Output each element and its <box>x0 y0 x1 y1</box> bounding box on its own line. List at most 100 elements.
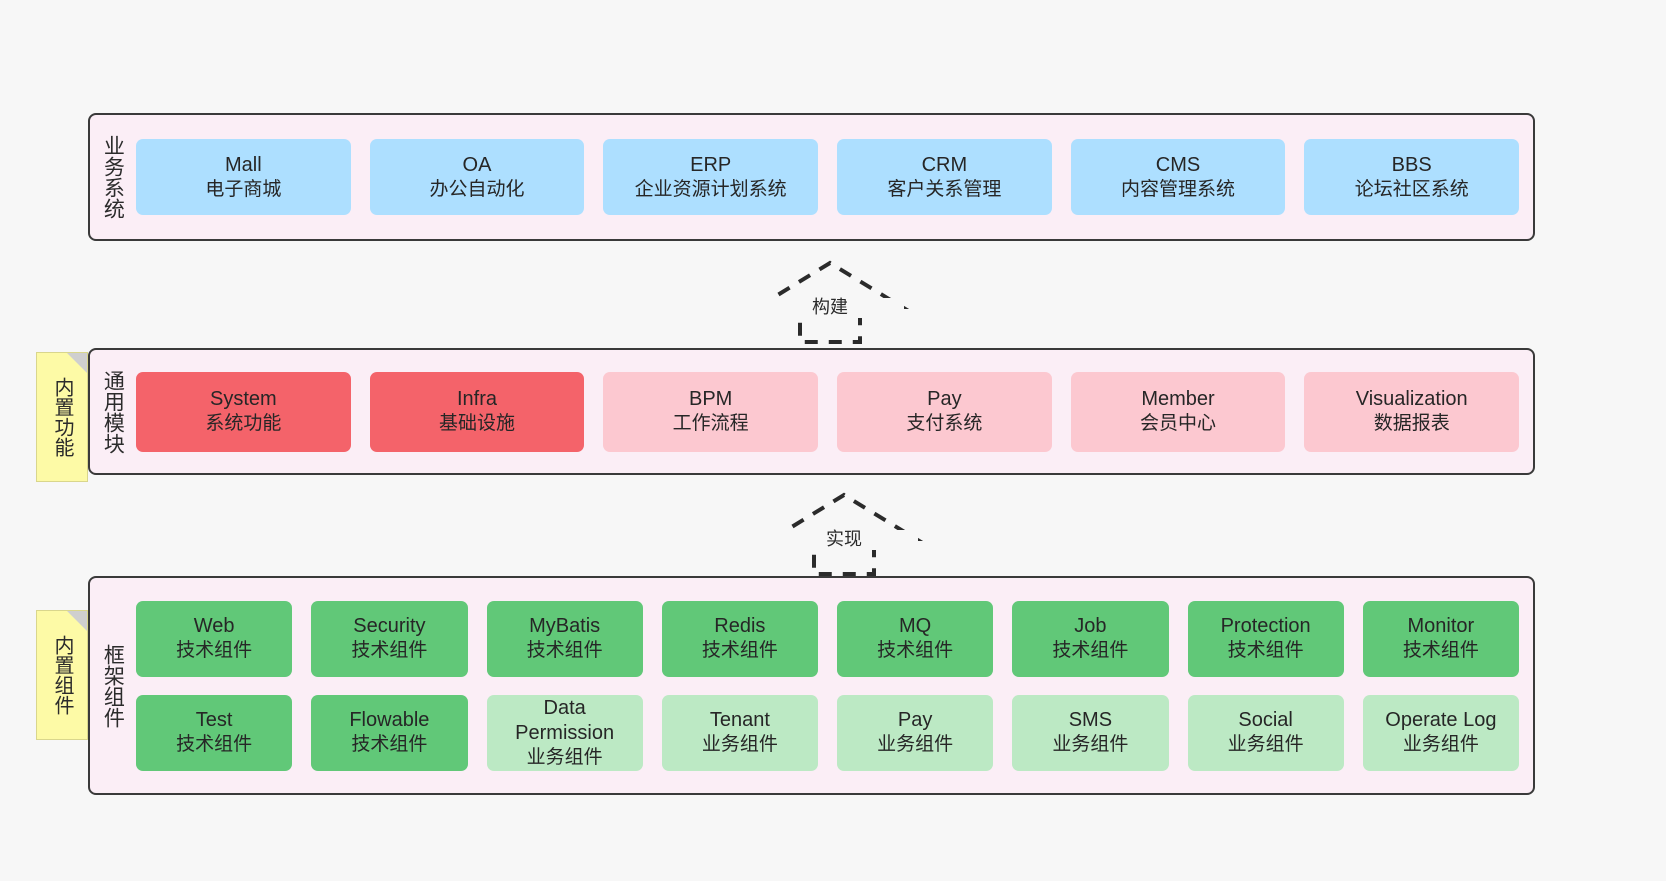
node-subtitle: 技术组件 <box>176 734 253 756</box>
node-mybatis[interactable]: MyBatis 技术组件 <box>486 600 643 677</box>
node-flowable[interactable]: Flowable 技术组件 <box>311 694 468 771</box>
node-social[interactable]: Social 业务组件 <box>1187 694 1344 771</box>
node-pay-business[interactable]: Pay 业务组件 <box>837 694 994 771</box>
node-subtitle: 内容管理系统 <box>1121 178 1236 200</box>
arrow-build: 构建 <box>750 260 910 344</box>
node-bbs[interactable]: BBS 论坛社区系统 <box>1304 139 1520 215</box>
node-pay[interactable]: Pay 支付系统 <box>837 371 1052 452</box>
node-crm[interactable]: CRM 客户关系管理 <box>837 139 1052 215</box>
node-erp[interactable]: ERP 企业资源计划系统 <box>603 139 819 215</box>
node-sms[interactable]: SMS 业务组件 <box>1012 694 1169 771</box>
node-title: ERP <box>690 153 732 176</box>
node-web[interactable]: Web 技术组件 <box>136 600 293 677</box>
node-job[interactable]: Job 技术组件 <box>1012 600 1169 677</box>
node-subtitle: 技术组件 <box>526 640 603 662</box>
general-modules-row: System 系统功能 Infra 基础设施 BPM 工作流程 Pay 支付系统… <box>136 371 1520 452</box>
node-title: Visualization <box>1355 388 1468 411</box>
node-data-permission[interactable]: Data Permission 业务组件 <box>486 694 643 771</box>
node-subtitle: 技术组件 <box>176 640 253 662</box>
layer-framework-components: 框架组件 Web 技术组件 Security 技术组件 MyBatis 技术组件… <box>88 576 1535 795</box>
node-subtitle: 业务组件 <box>526 746 603 768</box>
node-subtitle: 技术组件 <box>1227 640 1304 662</box>
note-fold-corner-icon <box>67 611 87 631</box>
node-title: Job <box>1074 615 1107 638</box>
node-subtitle: 技术组件 <box>1052 640 1129 662</box>
framework-components-row-business: Test 技术组件 Flowable 技术组件 Data Permission … <box>136 694 1519 771</box>
node-subtitle: 技术组件 <box>877 640 954 662</box>
node-title: Mall <box>225 153 262 176</box>
node-subtitle: 业务组件 <box>701 734 778 756</box>
node-title: Security <box>353 615 426 638</box>
node-title: OA <box>462 153 492 176</box>
node-title: Redis <box>714 615 766 638</box>
layer-general-modules: 通用模块 System 系统功能 Infra 基础设施 BPM 工作流程 Pay… <box>88 348 1535 475</box>
node-title: Test <box>195 709 233 732</box>
node-subtitle: 业务组件 <box>877 734 954 756</box>
node-title: Pay <box>897 709 933 732</box>
node-subtitle: 支付系统 <box>906 413 983 435</box>
node-subtitle: 技术组件 <box>1402 640 1479 662</box>
node-title: MyBatis <box>529 615 601 638</box>
node-infra[interactable]: Infra 基础设施 <box>369 371 585 452</box>
sticky-note-built-in-features: 内置功能 <box>36 352 88 482</box>
layer-title-framework-components: 框架组件 <box>101 643 125 728</box>
node-subtitle: 业务组件 <box>1052 734 1129 756</box>
node-title: Data Permission <box>515 696 615 744</box>
node-operate-log[interactable]: Operate Log 业务组件 <box>1362 694 1519 771</box>
node-security[interactable]: Security 技术组件 <box>311 600 468 677</box>
arrow-implement-label: 实现 <box>770 529 918 550</box>
node-title: Flowable <box>349 709 430 732</box>
node-subtitle: 会员中心 <box>1140 413 1217 435</box>
arrow-build-icon <box>750 260 910 344</box>
node-title: BBS <box>1391 153 1432 176</box>
node-title: Pay <box>927 388 962 411</box>
node-redis[interactable]: Redis 技术组件 <box>661 600 818 677</box>
node-subtitle: 企业资源计划系统 <box>634 178 787 200</box>
framework-components-row-technical: Web 技术组件 Security 技术组件 MyBatis 技术组件 Redi… <box>136 600 1519 677</box>
node-title: Web <box>193 615 235 638</box>
node-monitor[interactable]: Monitor 技术组件 <box>1362 600 1519 677</box>
layer-body-business-systems: Mall 电子商城 OA 办公自动化 ERP 企业资源计划系统 CRM 客户关系… <box>134 115 1533 239</box>
sticky-note-label: 内置功能 <box>51 377 73 457</box>
node-title: Infra <box>456 388 498 411</box>
arrow-build-label: 构建 <box>756 297 904 318</box>
node-title: Protection <box>1220 615 1311 638</box>
node-title: CRM <box>921 153 968 176</box>
node-subtitle: 数据报表 <box>1373 413 1450 435</box>
node-subtitle: 技术组件 <box>351 640 428 662</box>
layer-business-systems: 业务系统 Mall 电子商城 OA 办公自动化 ERP 企业资源计划系统 CRM… <box>88 113 1535 241</box>
node-subtitle: 论坛社区系统 <box>1354 178 1469 200</box>
node-system[interactable]: System 系统功能 <box>136 371 351 452</box>
node-title: Social <box>1238 709 1293 732</box>
node-member[interactable]: Member 会员中心 <box>1070 371 1286 452</box>
node-title: Monitor <box>1407 615 1475 638</box>
node-oa[interactable]: OA 办公自动化 <box>369 139 585 215</box>
layer-body-framework-components: Web 技术组件 Security 技术组件 MyBatis 技术组件 Redi… <box>134 578 1533 793</box>
note-fold-corner-icon <box>67 353 87 373</box>
node-title: System <box>209 388 277 411</box>
node-subtitle: 办公自动化 <box>429 178 525 200</box>
node-subtitle: 系统功能 <box>205 413 282 435</box>
node-visualization[interactable]: Visualization 数据报表 <box>1304 371 1520 452</box>
layer-title-general-modules: 通用模块 <box>101 369 125 454</box>
sticky-note-built-in-components: 内置组件 <box>36 610 88 740</box>
node-subtitle: 业务组件 <box>1402 734 1479 756</box>
node-mq[interactable]: MQ 技术组件 <box>837 600 994 677</box>
node-test[interactable]: Test 技术组件 <box>136 694 293 771</box>
node-subtitle: 基础设施 <box>439 413 516 435</box>
node-tenant[interactable]: Tenant 业务组件 <box>661 694 818 771</box>
node-bpm[interactable]: BPM 工作流程 <box>603 371 819 452</box>
layer-title-business-systems: 业务系统 <box>101 135 125 219</box>
node-title: Tenant <box>709 709 770 732</box>
node-subtitle: 客户关系管理 <box>887 178 1002 200</box>
sticky-note-label: 内置组件 <box>51 635 73 715</box>
node-title: SMS <box>1068 709 1113 732</box>
layer-body-general-modules: System 系统功能 Infra 基础设施 BPM 工作流程 Pay 支付系统… <box>134 350 1533 473</box>
node-protection[interactable]: Protection 技术组件 <box>1187 600 1344 677</box>
arrow-implement: 实现 <box>764 492 924 576</box>
node-cms[interactable]: CMS 内容管理系统 <box>1070 139 1286 215</box>
node-subtitle: 工作流程 <box>672 413 749 435</box>
business-systems-row: Mall 电子商城 OA 办公自动化 ERP 企业资源计划系统 CRM 客户关系… <box>136 139 1520 215</box>
node-mall[interactable]: Mall 电子商城 <box>136 139 351 215</box>
